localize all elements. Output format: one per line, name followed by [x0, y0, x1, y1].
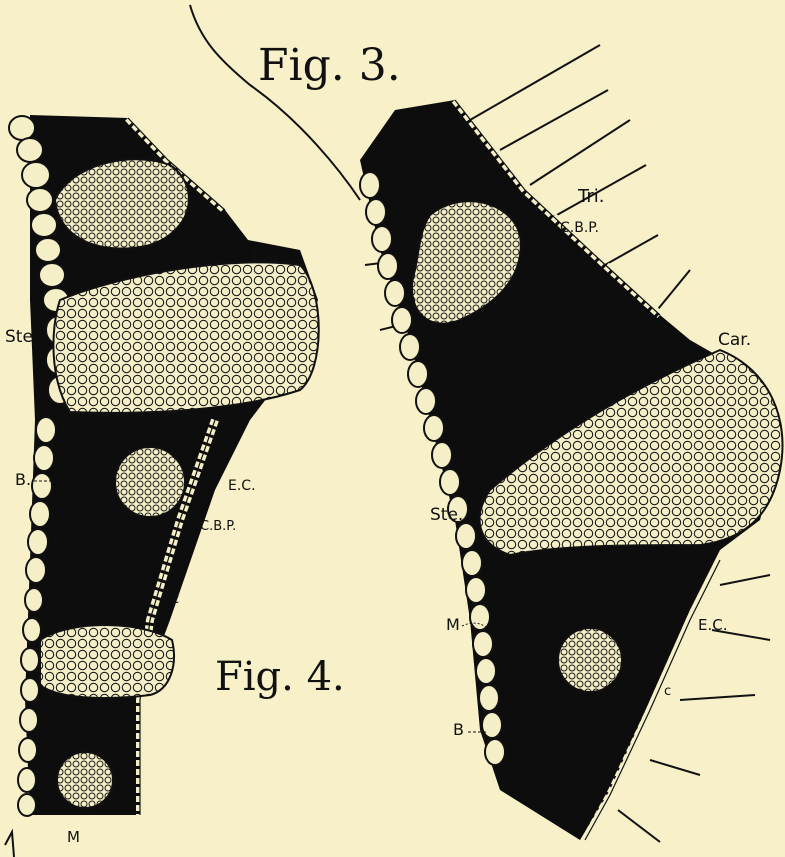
fig3-label-m: M: [446, 615, 460, 634]
fig4-label-ec: E.C.: [228, 478, 256, 494]
fig4-lower-band: [40, 625, 174, 698]
fig3-label-car: Car.: [718, 330, 751, 350]
fig3-round-bundle: [558, 628, 622, 692]
fig4-label-ste: Ste.: [5, 327, 38, 347]
fig4-title: Fig. 4.: [215, 654, 345, 700]
fig3-label-ec: E.C.: [698, 616, 728, 634]
fig4-bottom-bundle: [57, 752, 113, 808]
fig3-label-tri: Tri.: [577, 186, 604, 207]
fig3-label-cbp: C.B.P.: [560, 220, 599, 236]
fig4-round-bundle: [115, 447, 185, 517]
fig4-label-c: c: [172, 592, 179, 607]
figure-4-section: [9, 115, 319, 816]
fig4-label-cbp: C.B.P.: [200, 519, 236, 534]
fig4-label-b: B.: [15, 470, 31, 489]
fig4-label-car: Car.: [252, 247, 283, 266]
figure-3-section: [190, 5, 783, 842]
fig3-label-ste: Ste.: [430, 505, 463, 525]
fig3-label-b: B: [453, 720, 464, 739]
fig3-long-hair: [190, 5, 360, 200]
fig3-title: Fig. 3.: [258, 40, 401, 91]
fig4-label-m: M: [67, 828, 80, 846]
corner-mark: [5, 832, 14, 857]
fig3-label-c: c: [664, 684, 671, 699]
